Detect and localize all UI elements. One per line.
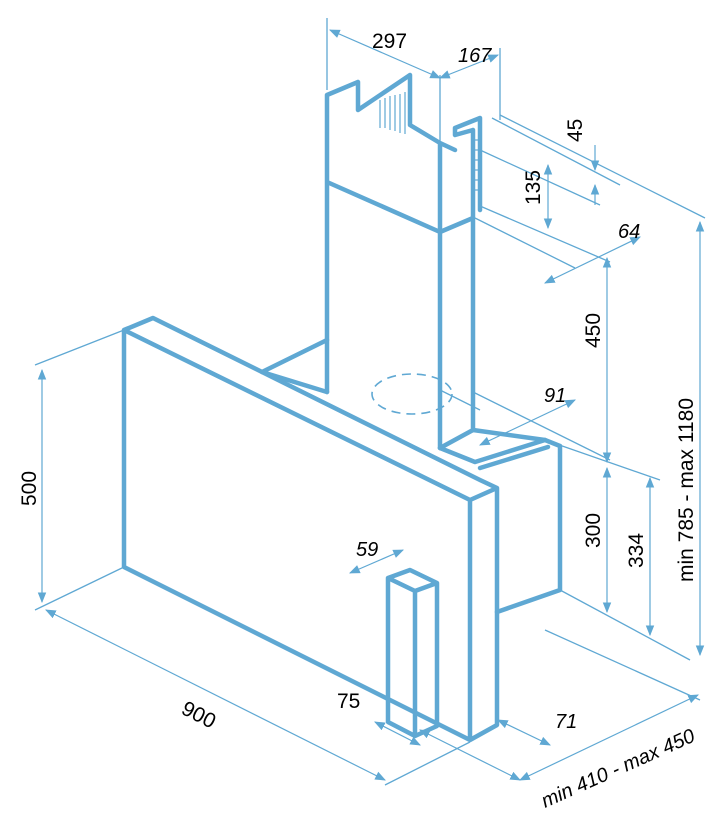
label-167: 167 [458,45,492,67]
dimension-lines [34,18,706,786]
label-91: 91 [544,385,566,407]
label-450: 450 [582,313,605,348]
chimney-grille [379,92,480,191]
label-59: 59 [356,539,378,561]
label-900: 900 [178,697,220,733]
label-334: 334 [625,533,648,568]
label-71: 71 [555,711,577,733]
label-500: 500 [18,471,41,506]
label-depth-range: min 410 - max 450 [538,725,698,812]
label-300: 300 [582,513,605,548]
label-45: 45 [564,119,587,142]
label-height-range: min 785 - max 1180 [675,398,698,582]
label-297: 297 [372,30,407,53]
label-75: 75 [337,690,360,713]
label-135: 135 [522,170,545,205]
hood-outline [121,72,563,743]
label-64: 64 [618,221,640,243]
